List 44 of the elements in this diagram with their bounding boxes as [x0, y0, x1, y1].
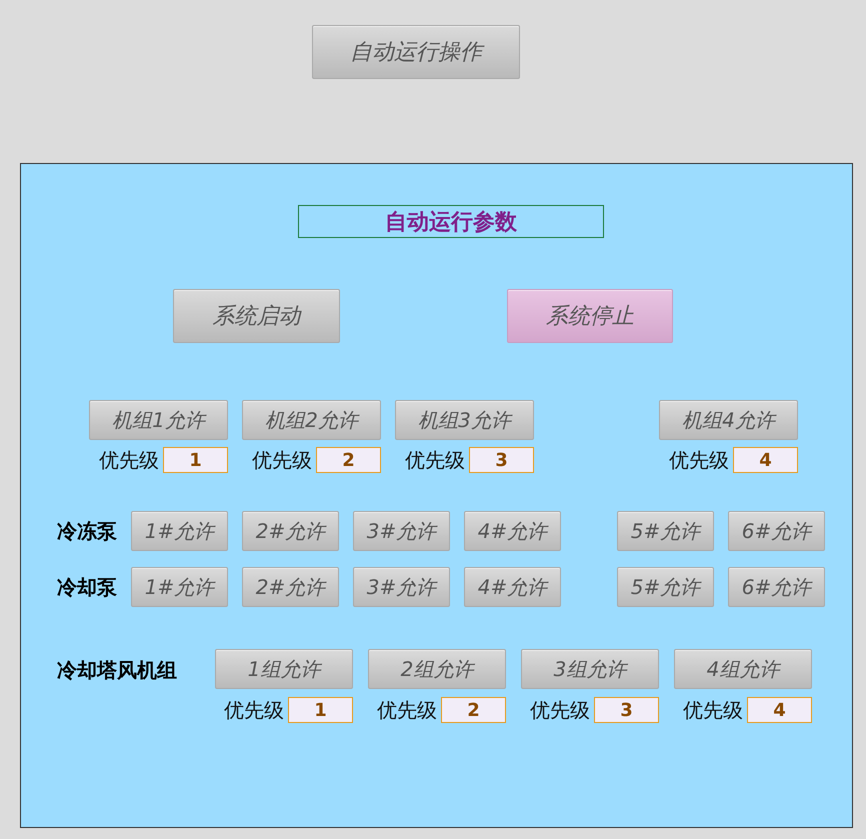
priority-value-field: 3 — [469, 447, 534, 473]
priority-value-field: 2 — [316, 447, 381, 473]
permit-button: 3#允许 — [353, 567, 450, 607]
permit-button: 4#允许 — [464, 567, 561, 607]
stop-button: 系统停止 — [507, 289, 673, 343]
priority-label: 优先级 — [251, 447, 312, 473]
permit-button: 3#允许 — [353, 511, 450, 551]
priority-value-field: 4 — [733, 447, 798, 473]
permit-button: 5#允许 — [617, 511, 714, 551]
priority-value-field: 3 — [594, 697, 659, 723]
priority-label: 优先级 — [223, 697, 284, 723]
row-label: 冷却塔风机组 — [57, 657, 177, 684]
permit-button: 机组1允许 — [89, 400, 228, 440]
permit-button: 4组允许 — [674, 649, 812, 689]
permit-button: 2#允许 — [242, 511, 339, 551]
permit-button: 机组4允许 — [659, 400, 798, 440]
priority-value-field: 2 — [441, 697, 506, 723]
priority-label: 优先级 — [404, 447, 465, 473]
command-button: 自动运行操作 — [312, 25, 520, 79]
permit-button: 机组2允许 — [242, 400, 381, 440]
priority-value-field: 1 — [163, 447, 228, 473]
row-label: 冷却泵 — [57, 574, 117, 601]
row-label: 冷冻泵 — [57, 518, 117, 545]
permit-button: 5#允许 — [617, 567, 714, 607]
priority-label: 优先级 — [682, 697, 743, 723]
permit-button: 6#允许 — [728, 511, 825, 551]
permit-button: 1#允许 — [131, 567, 228, 607]
priority-label: 优先级 — [529, 697, 590, 723]
permit-button: 2#允许 — [242, 567, 339, 607]
parameter-panel — [20, 163, 853, 828]
panel-title: 自动运行参数 — [298, 205, 604, 238]
permit-button: 4#允许 — [464, 511, 561, 551]
permit-button: 1组允许 — [215, 649, 353, 689]
permit-button: 2组允许 — [368, 649, 506, 689]
priority-label: 优先级 — [98, 447, 159, 473]
priority-label: 优先级 — [376, 697, 437, 723]
permit-button: 机组3允许 — [395, 400, 534, 440]
permit-button: 1#允许 — [131, 511, 228, 551]
permit-button: 6#允许 — [728, 567, 825, 607]
priority-label: 优先级 — [668, 447, 729, 473]
priority-value-field: 1 — [288, 697, 353, 723]
priority-value-field: 4 — [747, 697, 812, 723]
command-button: 系统启动 — [173, 289, 340, 343]
permit-button: 3组允许 — [521, 649, 659, 689]
